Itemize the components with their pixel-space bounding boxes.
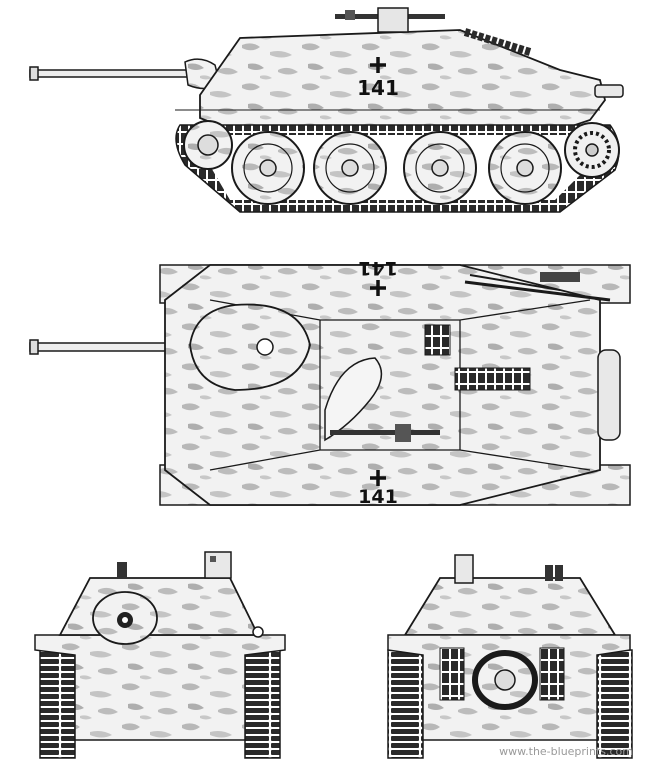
side-idler-wheel bbox=[564, 122, 620, 178]
side-balkenkreuz bbox=[370, 57, 386, 73]
side-exhaust bbox=[594, 84, 624, 98]
side-number: 141 bbox=[357, 76, 399, 100]
top-vent-grille bbox=[424, 324, 451, 356]
top-roof-machine-gun bbox=[330, 424, 440, 442]
side-road-wheel bbox=[488, 131, 562, 205]
front-track-left bbox=[39, 649, 76, 759]
rear-tow-cable bbox=[472, 650, 538, 710]
rear-view bbox=[387, 554, 633, 759]
rear-spare-tracks bbox=[439, 647, 465, 701]
top-balkenkreuz-front bbox=[370, 470, 386, 486]
side-drive-sprocket bbox=[183, 120, 233, 170]
rear-exhaust bbox=[454, 554, 474, 584]
front-roof-machine-gun bbox=[204, 551, 232, 579]
front-headlight bbox=[252, 626, 264, 638]
side-gun-barrel bbox=[29, 69, 191, 78]
front-lower-hull bbox=[34, 634, 286, 741]
front-track-right bbox=[244, 649, 281, 759]
top-exhaust bbox=[597, 349, 621, 441]
side-road-wheel bbox=[313, 131, 387, 205]
rear-track-right bbox=[596, 649, 633, 759]
top-spare-tracks bbox=[454, 367, 531, 391]
top-commander-hatch bbox=[324, 357, 383, 442]
top-number-rear: 141 bbox=[358, 257, 398, 279]
side-superstructure bbox=[199, 29, 606, 131]
top-number-front: 141 bbox=[358, 486, 398, 508]
rear-track-left bbox=[387, 649, 424, 759]
rear-upper-hull bbox=[403, 577, 617, 636]
top-balkenkreuz-rear bbox=[370, 280, 386, 296]
top-view: 141 141 bbox=[29, 257, 631, 508]
watermark: www.the-blueprints.com bbox=[499, 745, 633, 758]
side-view: 141 bbox=[29, 7, 624, 213]
top-gun-mantlet bbox=[189, 303, 311, 391]
side-road-wheel bbox=[403, 131, 477, 205]
side-road-wheel bbox=[231, 131, 305, 205]
side-roof-machine-gun bbox=[335, 7, 445, 33]
side-spare-tracks bbox=[463, 28, 532, 56]
front-view bbox=[34, 551, 286, 759]
front-glacis bbox=[58, 577, 260, 636]
top-tools bbox=[464, 272, 611, 302]
